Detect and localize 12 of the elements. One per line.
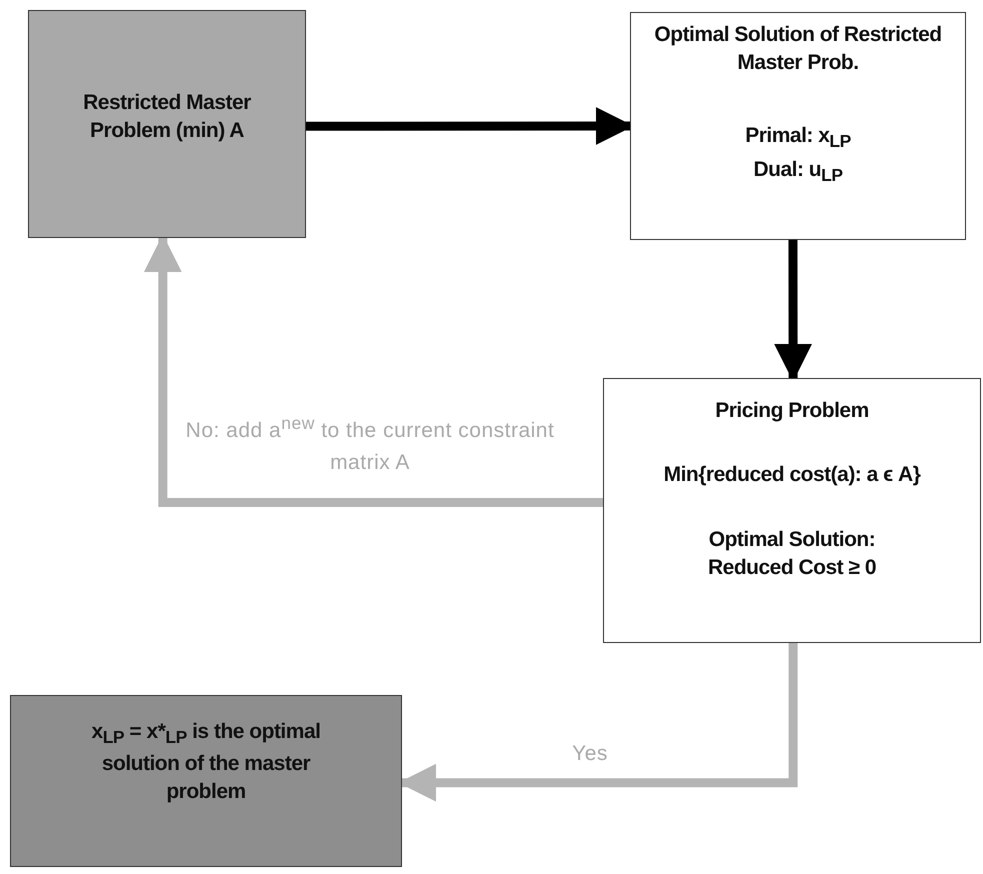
node-text: Min{reduced cost(a): a ϵ A} [664, 462, 920, 488]
node-text: x$_{LP}$ = x*$_{LP}$ is the optimal solution of the master problem [90, 719, 322, 806]
node-text: Optimal Solution of Restricted Master Prob. [653, 22, 943, 76]
process-box [603, 378, 981, 643]
node-text: Pricing Problem [715, 398, 869, 424]
node-text: Optimal Solution: Reduced Cost ≥ 0 [706, 526, 878, 582]
result-box [630, 12, 966, 240]
node-text: Primal: x$_{LP}$ [745, 122, 851, 153]
node-text: Restricted Master Problem (min) A [82, 90, 252, 144]
terminal-box [10, 695, 402, 867]
process-box [28, 10, 306, 238]
node-text: Dual: u$_{LP}$ [753, 156, 843, 187]
